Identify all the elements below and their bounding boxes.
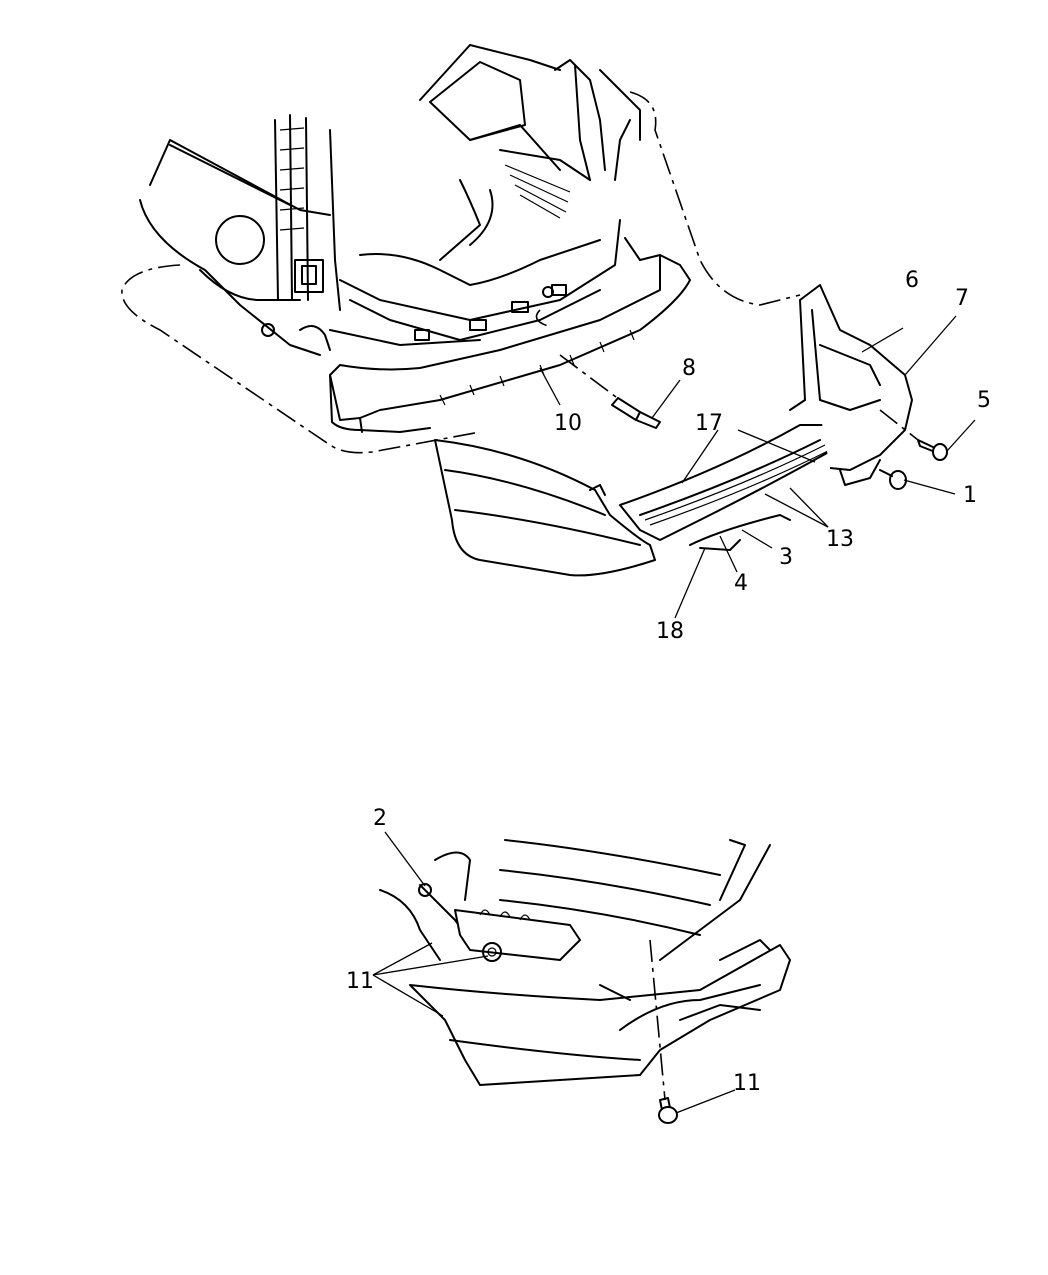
bolt-fastener: [658, 1097, 678, 1124]
callout-4: 4: [734, 571, 748, 596]
callout-17: 17: [695, 411, 723, 436]
nut-fastener: [879, 469, 907, 490]
callout-6: 6: [905, 268, 919, 293]
callout-labels: 6 7 8 5 10 17 1 13 3 4 18 2 11 11: [346, 268, 991, 1096]
leader-lines: [372, 315, 976, 1114]
rear-bumper-fascia: [434, 284, 948, 577]
callout-5: 5: [977, 388, 991, 413]
callout-7: 7: [955, 286, 969, 311]
callout-10: 10: [554, 411, 582, 436]
vehicle-rear-body: [121, 44, 801, 454]
callout-8: 8: [682, 356, 696, 381]
callout-18: 18: [656, 619, 684, 644]
callout-3: 3: [779, 545, 793, 570]
callout-13: 13: [826, 527, 854, 552]
callout-11-left: 11: [346, 969, 374, 994]
screw-fastener: [917, 439, 948, 461]
push-pin-fastener: [611, 397, 661, 429]
callout-1: 1: [963, 483, 977, 508]
callout-11-right: 11: [733, 1071, 761, 1096]
lower-splash-shield: [379, 839, 791, 1124]
callout-2: 2: [373, 806, 387, 831]
